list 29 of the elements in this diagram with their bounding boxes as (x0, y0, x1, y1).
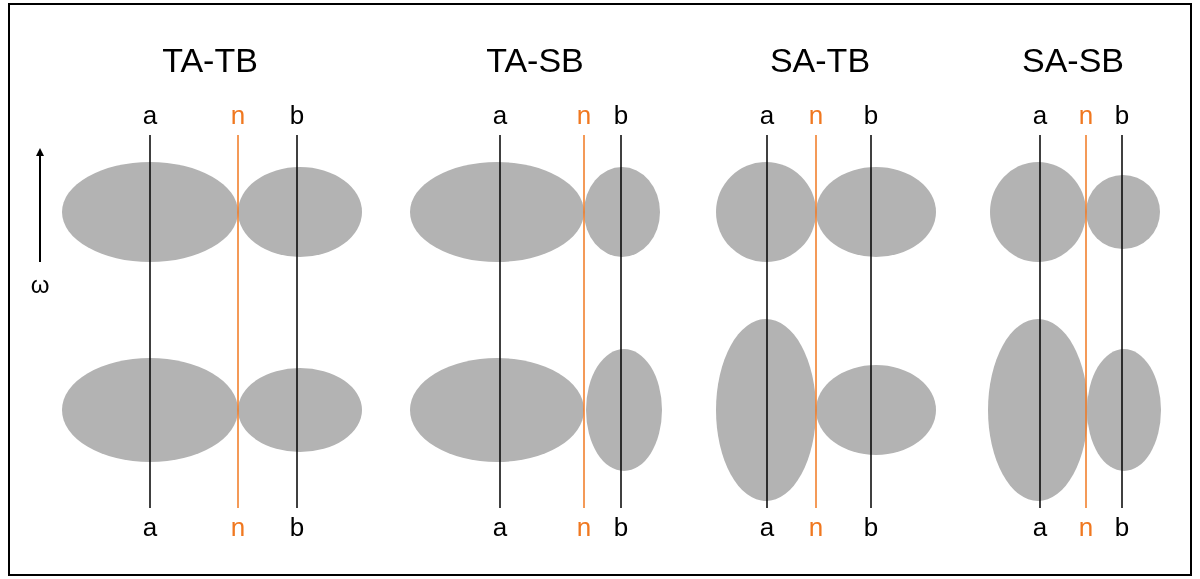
axis-label: a (492, 102, 508, 128)
panel-title: SA-SB (1022, 43, 1124, 77)
nodal-label: n (230, 514, 246, 540)
omega-symbol: ω (30, 273, 50, 297)
axis-label: a (1032, 102, 1048, 128)
nodal-label: n (808, 102, 824, 128)
axis-label: a (1032, 514, 1048, 540)
panel-title: TA-TB (162, 43, 258, 77)
axis-label: a (142, 102, 158, 128)
panel-title: SA-TB (769, 43, 871, 77)
nodal-label: n (230, 102, 246, 128)
axis-label: b (1114, 102, 1130, 128)
axis-label: b (613, 102, 629, 128)
panel-title: TA-SB (486, 43, 584, 77)
nodal-label: n (576, 514, 592, 540)
axis-label: b (863, 102, 879, 128)
axis-label: b (613, 514, 629, 540)
axis-label: a (142, 514, 158, 540)
axis-label: b (1114, 514, 1130, 540)
axis-label: b (289, 514, 305, 540)
nodal-label: n (1078, 102, 1094, 128)
axis-label: a (759, 514, 775, 540)
axis-label: b (863, 514, 879, 540)
nodal-label: n (576, 102, 592, 128)
axis-label: a (492, 514, 508, 540)
nodal-label: n (1078, 514, 1094, 540)
axis-label: a (759, 102, 775, 128)
nodal-label: n (808, 514, 824, 540)
axis-label: b (289, 102, 305, 128)
